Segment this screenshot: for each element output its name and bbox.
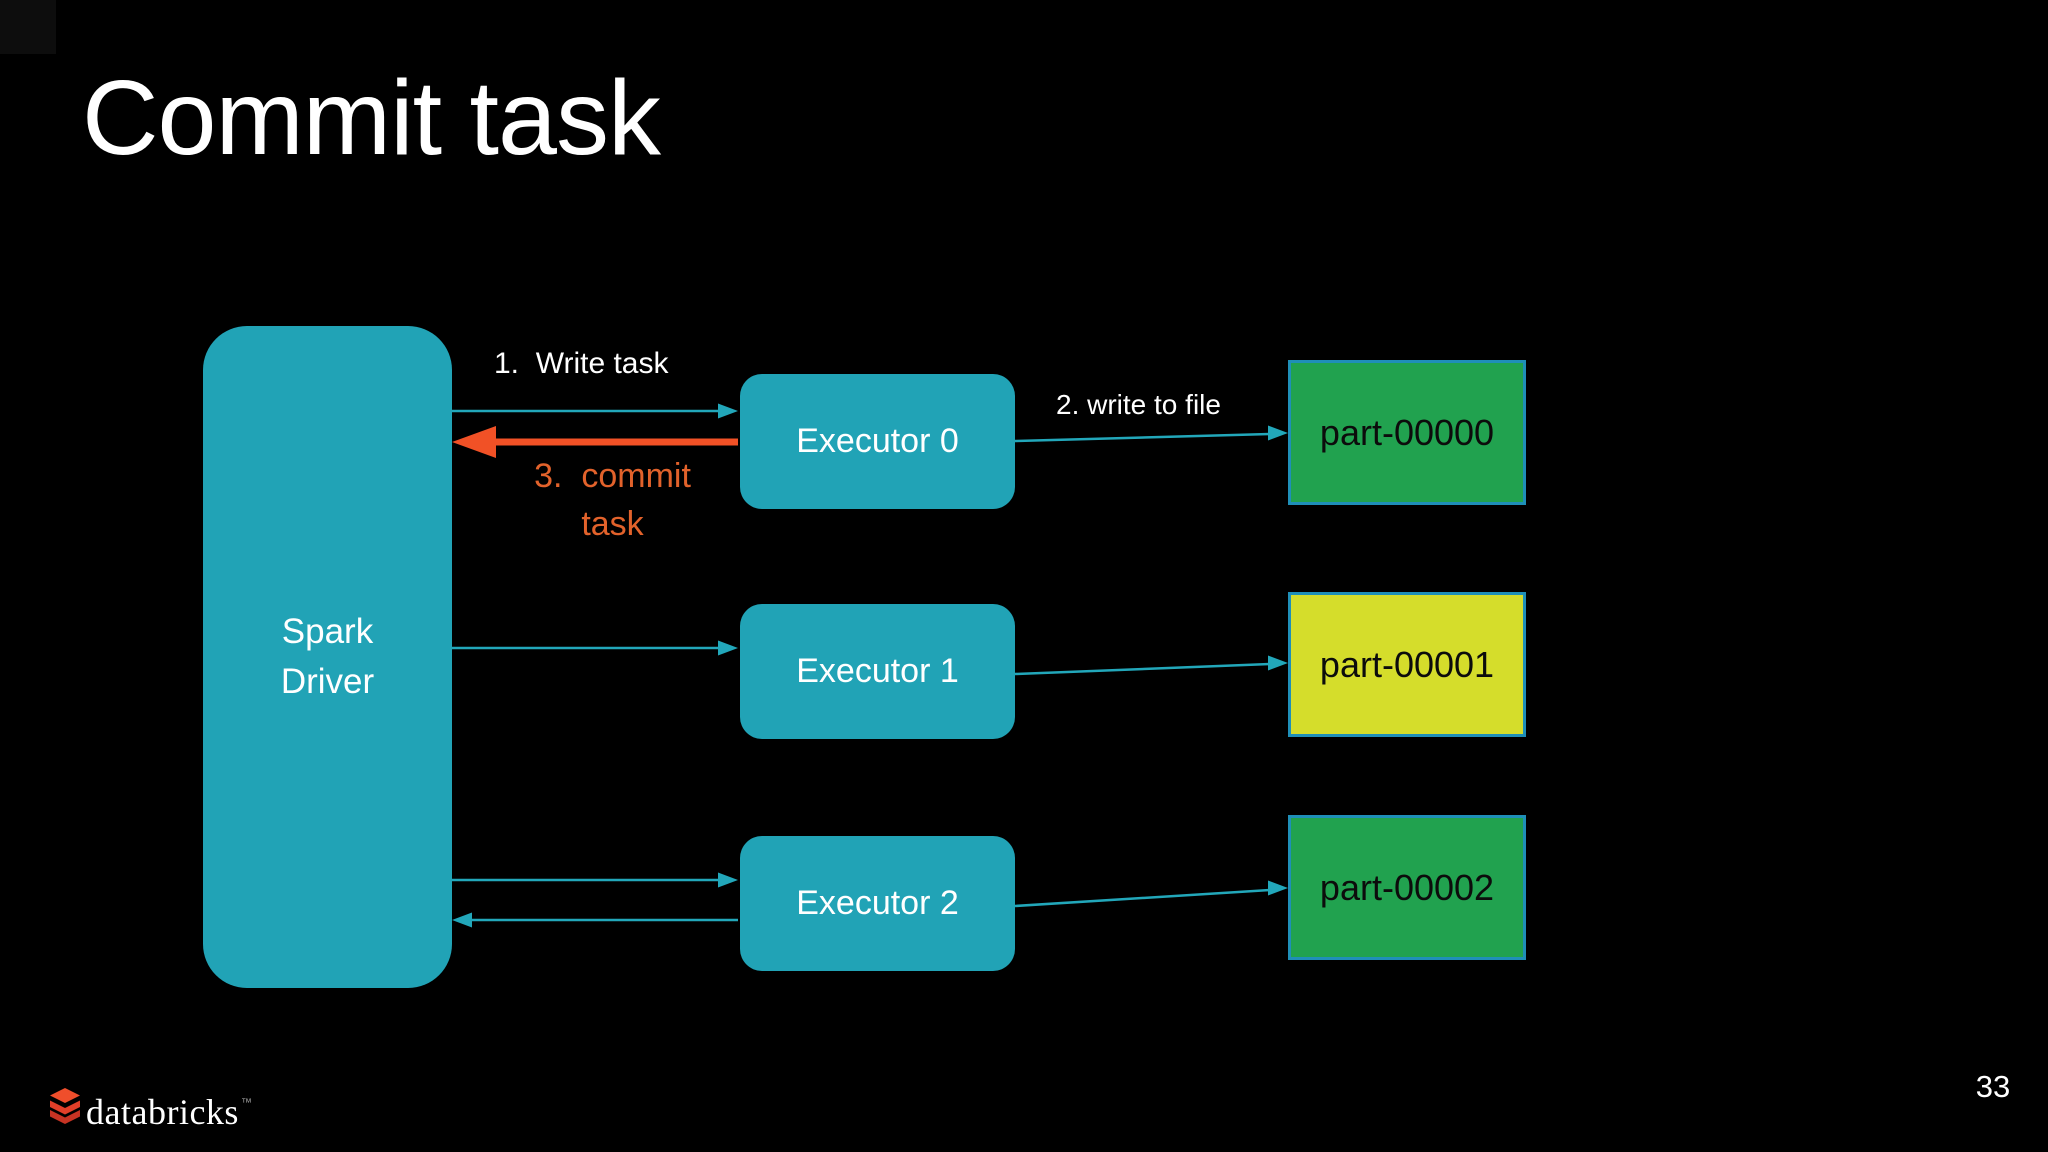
label-write-task: 1. Write task: [494, 347, 669, 380]
label-write-to-file: 2. write to file: [1056, 389, 1221, 420]
slide-title: Commit task: [82, 59, 661, 177]
trademark-symbol: ™: [240, 1097, 253, 1109]
page-number: 33: [1975, 1069, 2011, 1104]
label-commit-task-line2: task: [581, 505, 644, 543]
label-commit-task: 3. commit task: [505, 452, 720, 548]
part-00002-box: part-00002: [1288, 815, 1526, 960]
corner-shadow-patch: [0, 0, 56, 54]
part-00002-label: part-00002: [1319, 866, 1495, 908]
part-00001-label: part-00001: [1319, 643, 1495, 685]
executor-0-label: Executor 0: [796, 422, 959, 460]
executor-1-label: Executor 1: [796, 652, 959, 690]
spark-driver-label-line1: Spark: [281, 612, 374, 651]
arrow-executor2-to-driver-return: [452, 912, 738, 928]
part-00000-label: part-00000: [1319, 411, 1495, 453]
arrow-write-to-file-executor0-to-part0: [1014, 425, 1288, 443]
executor-0-box: Executor 0: [740, 374, 1015, 509]
spark-driver-box: Spark Driver: [203, 326, 452, 988]
arrow-commit-task-executor0-to-driver: [452, 426, 738, 458]
label-commit-task-line1: 3. commit: [534, 457, 691, 495]
executor-2-box: Executor 2: [740, 836, 1015, 971]
spark-driver-label-line2: Driver: [280, 662, 375, 701]
part-00000-box: part-00000: [1288, 360, 1526, 505]
databricks-wordmark-text: databricks: [86, 1092, 239, 1132]
executor-2-label: Executor 2: [796, 884, 959, 922]
arrow-driver-to-executor1: [450, 640, 738, 656]
arrow-write-task-driver-to-executor0: [450, 403, 738, 419]
part-00001-box: part-00001: [1288, 592, 1526, 737]
arrow-driver-to-executor2: [450, 872, 738, 888]
arrow-executor2-to-part2: [1014, 880, 1288, 908]
databricks-stack-icon: [50, 1088, 80, 1124]
executor-1-box: Executor 1: [740, 604, 1015, 739]
arrow-executor1-to-part1: [1014, 655, 1288, 676]
